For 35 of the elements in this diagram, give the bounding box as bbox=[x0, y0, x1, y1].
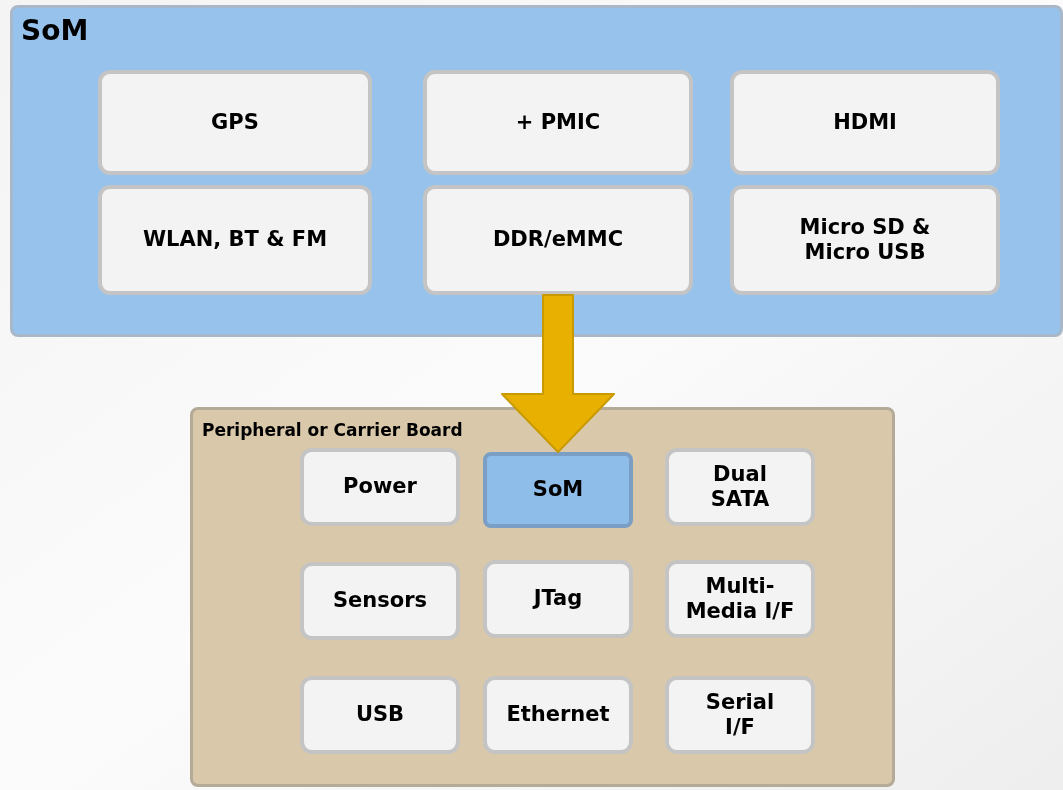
module-label: GPS bbox=[210, 109, 260, 136]
module-label: HDMI bbox=[832, 109, 898, 136]
module-box bbox=[483, 676, 633, 754]
module-box bbox=[730, 70, 1000, 175]
module-box bbox=[98, 70, 372, 175]
board-panel bbox=[10, 5, 1063, 337]
panel-title: SoM bbox=[21, 13, 89, 49]
module-label: JTag bbox=[531, 586, 584, 612]
module-label: Sensors bbox=[331, 588, 429, 614]
module-box bbox=[300, 562, 460, 640]
module-label: WLAN, BT & FM bbox=[141, 227, 329, 253]
module-box bbox=[665, 676, 815, 754]
module-label: SoM bbox=[531, 477, 585, 503]
module-box bbox=[665, 560, 815, 638]
module-label: Ethernet bbox=[505, 702, 611, 728]
module-label: Micro SD & Micro USB bbox=[798, 214, 932, 266]
module-label: Power bbox=[342, 474, 418, 500]
module-label: USB bbox=[354, 702, 406, 728]
module-box bbox=[98, 185, 372, 295]
module-box bbox=[423, 185, 693, 295]
module-box bbox=[300, 448, 460, 526]
module-label: DDR/eMMC bbox=[491, 227, 625, 253]
module-label: Multi-Media I/F bbox=[684, 573, 796, 625]
module-box bbox=[300, 676, 460, 754]
module-box bbox=[665, 448, 815, 526]
module-box bbox=[483, 452, 633, 528]
arrow bbox=[501, 294, 615, 453]
module-box bbox=[483, 560, 633, 638]
module-label: Serial I/F bbox=[704, 689, 776, 741]
module-box bbox=[730, 185, 1000, 295]
module-label: Dual SATA bbox=[709, 461, 771, 513]
module-label: + PMIC bbox=[514, 109, 602, 136]
board-panel bbox=[190, 407, 895, 787]
panel-title: Peripheral or Carrier Board bbox=[202, 419, 463, 442]
module-box bbox=[423, 70, 693, 175]
